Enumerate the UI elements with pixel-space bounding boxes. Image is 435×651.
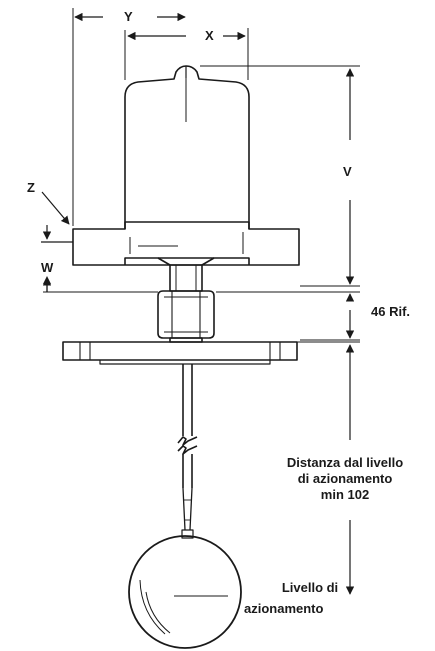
dimension-x-label: X [205, 28, 214, 43]
housing-body [124, 65, 250, 229]
dimension-w-label: W [41, 260, 54, 275]
actuation-level-line-2: azionamento [244, 601, 324, 616]
actuation-distance-line-1: Distanza dal livello [286, 455, 404, 470]
actuation-level-line-1: Livello di [281, 580, 339, 595]
float-ball [128, 535, 242, 649]
dimension-z-label: Z [27, 180, 35, 195]
flange-gasket [99, 360, 271, 365]
housing-neck [124, 257, 250, 266]
actuation-level-line-2-wrap: azionamento [244, 601, 323, 617]
actuation-distance-line-2: di azionamento [297, 471, 393, 486]
dimension-v-label: V [343, 164, 352, 179]
actuation-distance-label: Distanza dal livello di azionamento min … [258, 455, 432, 503]
rod-break-symbol [177, 436, 198, 446]
mounting-flange [62, 341, 298, 361]
hex-fitting [157, 290, 215, 339]
dimension-lines [41, 12, 355, 595]
actuation-distance-line-3: min 102 [320, 487, 370, 502]
actuation-level-label: Livello di [260, 580, 360, 596]
extension-lines [43, 8, 360, 343]
centerlines [129, 70, 244, 597]
stem [169, 264, 203, 292]
dimension-y-label: Y [124, 9, 133, 24]
housing-base-flange [72, 221, 300, 266]
w-lower-arrow [43, 276, 51, 284]
float-shading [139, 579, 171, 635]
dimension-46-rif-label: 46 Rif. [371, 304, 411, 319]
